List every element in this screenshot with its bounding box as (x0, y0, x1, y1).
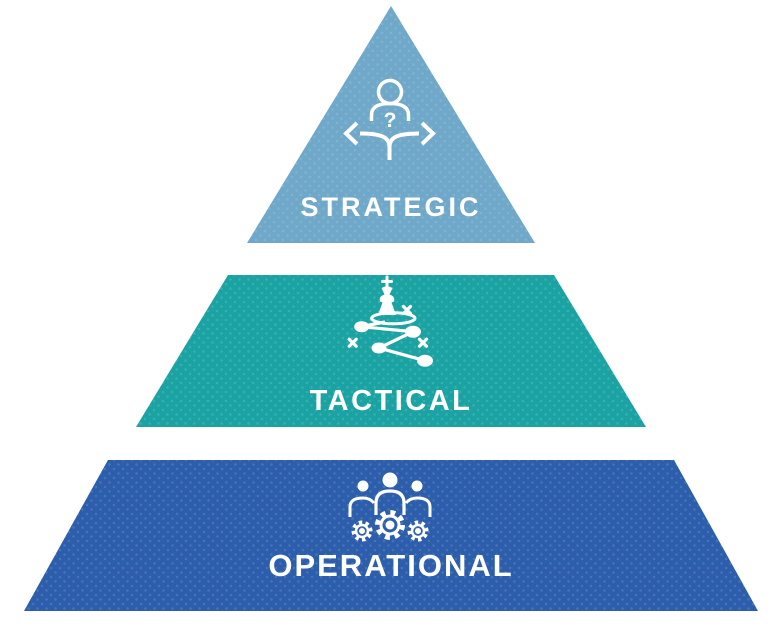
gear-right (407, 520, 429, 542)
pyramid-level-tactical: TACTICAL (136, 275, 646, 427)
pyramid-level-operational: OPERATIONAL (24, 460, 758, 611)
chess-king-shape (378, 286, 396, 315)
level-label-strategic: STRATEGIC (300, 192, 482, 222)
team-gears-icon (348, 472, 432, 542)
level-label-tactical: TACTICAL (309, 385, 473, 417)
level-label-operational: OPERATIONAL (268, 548, 514, 583)
gear-left (351, 520, 373, 542)
gear-center (375, 510, 405, 540)
decision-paths-person-icon: ? (343, 78, 436, 160)
pyramid-level-strategic: ? STRATEGIC (247, 6, 535, 243)
chess-king-game-plan-icon (347, 275, 433, 367)
question-mark-glyph: ? (384, 109, 397, 132)
